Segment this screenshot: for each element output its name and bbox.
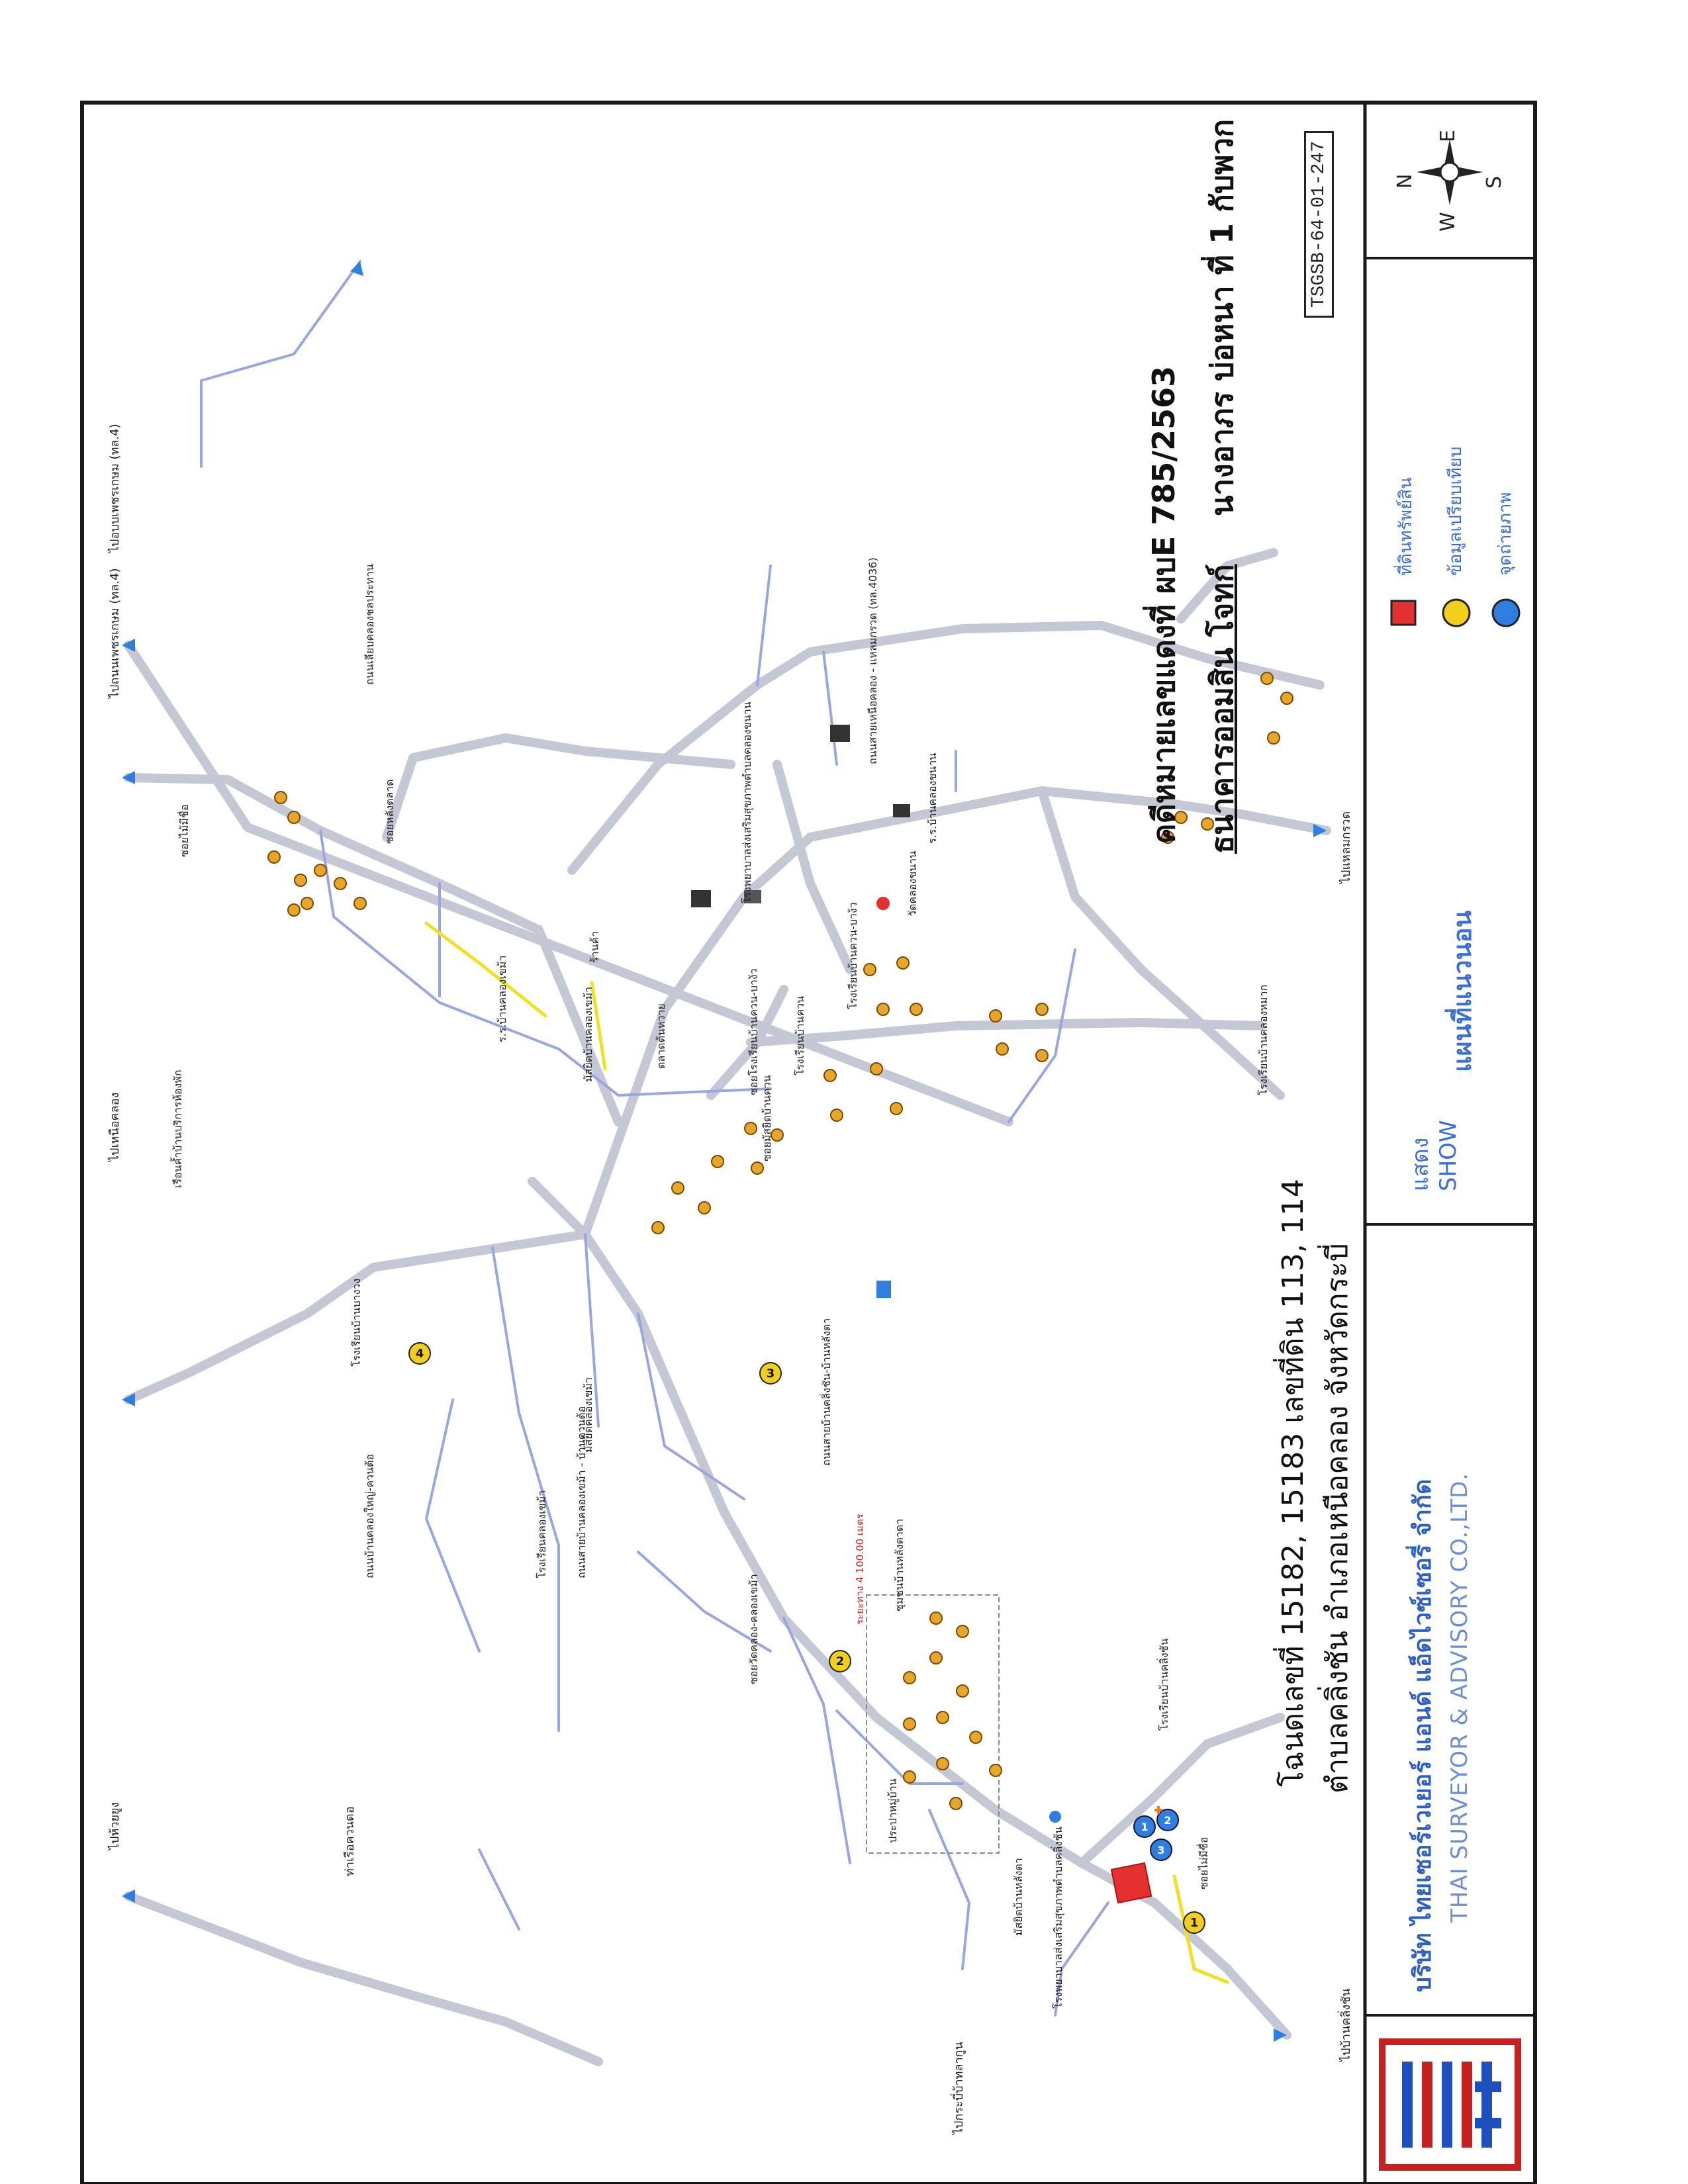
legend-label-3: จุดถ่ายภาพ — [1495, 492, 1515, 576]
map-label-11: โรงเรียนบ้านควน-บาง้ว — [847, 902, 859, 1009]
map-label-2: ซอยหลังตลาด — [383, 779, 396, 844]
map-label-31: ซอยไม่มีชื่อ — [1196, 1837, 1210, 1889]
map-label-13: ร.ร.บ้านคลองเขม้า — [496, 956, 508, 1042]
main-roads — [124, 548, 1331, 2066]
defendant-title: นางอาภร บ่อหนา ที่ 1 กับพวก — [1204, 118, 1240, 516]
show-label-th[interactable]: แสดง — [1407, 1137, 1434, 1191]
map-label-16: ซอยมัสยิดบ้านควน — [761, 1075, 773, 1161]
map-label-28: โรงพยาบาลส่งเสริมสุขภาพตำบลคลิ่งชัน — [1051, 1827, 1065, 2009]
red-square-marker-icon — [1390, 600, 1417, 626]
landscape-map-mode[interactable]: แผนที่แนวนอน — [1448, 910, 1477, 1072]
legend-icons — [1390, 598, 1521, 627]
compass-n: N — [1393, 173, 1417, 189]
destination-arrows — [122, 261, 1327, 2042]
photo-point-3-label: 3 — [1157, 1844, 1164, 1856]
company-name-th: บริษัท ไทยเซอร์เวเยอร์ แอนด์ แอ็ดไวซ์เซอ… — [1409, 1479, 1436, 1992]
case-number-title: คดีหมายเลขแดงที่ ผบE 785/2563 — [1146, 365, 1182, 844]
map-label-10: โรงเรียนบ้านควน — [794, 996, 806, 1075]
reference-code: TSGSB-64-01-247 — [1304, 130, 1334, 318]
map-distance-label: ระยะทาง 4 100.00 เมตร — [854, 1514, 866, 1625]
map-label-24: ซอยวัดคลอง-คลองเขม้า — [747, 1574, 760, 1684]
marker-4-label: 4 — [416, 1347, 424, 1361]
compass-rose-icon — [1417, 139, 1483, 205]
map-label-25: ประปาหมู่บ้าน — [886, 1778, 900, 1843]
photo-points[interactable] — [1133, 1809, 1179, 1861]
map-label-5: ร้านค้า — [588, 931, 601, 963]
compass-e: E — [1436, 130, 1460, 142]
road-map[interactable]: 1 2 3 4 1 2 3 ไปอบบเพชร — [82, 103, 1365, 2184]
legend-label-2: ข้อมูลเปรียบเทียบ — [1446, 446, 1466, 576]
community-area — [866, 1594, 1000, 1854]
map-label-21: มัสยิดคลองเขม้า — [582, 1377, 594, 1453]
compass-w: W — [1436, 212, 1460, 232]
deed-title-line1: โฉนดเลขที่ 15182, 15183 เลขที่ดิน 113, 1… — [1276, 1179, 1310, 1787]
blue-pin-marker-icon — [1491, 598, 1521, 627]
map-label-19: โรงเรียนคลองเขม้า — [536, 1490, 548, 1578]
photo-point-2-label: 2 — [1164, 1814, 1171, 1827]
company-logo-icon — [1379, 2038, 1521, 2171]
house-icons — [267, 672, 1293, 1810]
map-label-17: โรงเรียนบ้านบางวง — [350, 1279, 363, 1367]
dest-label-2: ไปถนนเพชรเกษม (ทล.4) — [107, 568, 122, 700]
deed-title-line2: ตำบลคลิ่งชัน อำเภอเหนือคลอง จังหวัดกระบี… — [1321, 1243, 1354, 1794]
map-label-18: ถนนบ้านคลองใหญ่-ควนต้อ — [363, 1454, 376, 1578]
marker-1-label: 1 — [1190, 1916, 1199, 1930]
plaintiff-title: ธนาคารออมสิน โจทก์ — [1204, 564, 1240, 854]
map-label-29: โรงเรียนบ้านคลองหมาก — [1257, 985, 1270, 1095]
dest-label-1: ไปอบบเพชรเกษม (ทล.4) — [107, 424, 122, 554]
secondary-roads — [200, 260, 1109, 2017]
map-label-3: ซอยไม้มีชื่อ — [177, 805, 191, 857]
subject-plot-marker[interactable] — [1111, 1862, 1152, 1903]
marker-3-label: 3 — [767, 1367, 775, 1381]
map-label-8: ร.ร.บ้านคลองขนาน — [926, 753, 939, 844]
dest-label-4: ไปห้วยยูง — [107, 1802, 122, 1851]
dest-label-6: ไปกระบี่บ้าทลากูน — [950, 2042, 966, 2136]
map-label-15: ตลาดต้นหวาย — [655, 1003, 667, 1069]
map-label-6: โรงพยาบาลส่งเสริมสุขภาพตำบลคลองขนาน — [741, 702, 754, 903]
dest-label-3: ไปเหนือคลอง — [107, 1093, 122, 1163]
company-name-en: THAI SURVEYOR & ADVISORY CO.,LTD. — [1446, 1472, 1473, 1923]
comparison-markers[interactable] — [408, 1342, 1205, 1934]
access-roads — [424, 921, 1229, 1984]
map-label-20: ถนนสายบ้านคลองเขม้า - บ้านควนต้อ — [575, 1406, 588, 1578]
photo-point-1-label: 1 — [1141, 1821, 1148, 1833]
compass-s: S — [1483, 175, 1506, 189]
legend-label-1: ที่ดินทรัพย์สิน — [1396, 477, 1416, 576]
dest-label-5: ท่าเรือควนดอ — [343, 1806, 357, 1876]
dest-label-8: ไปแหลมกรวด — [1338, 811, 1353, 885]
landmark-icons — [691, 725, 1162, 1823]
marker-2-label: 2 — [836, 1655, 845, 1668]
show-label-en[interactable]: SHOW — [1435, 1120, 1462, 1191]
map-label-26: โรงเรียนบ้านคลิ่งชัน — [1156, 1638, 1170, 1731]
map-label-4: เรือนค้ำบ้านบริการห้องพัก — [170, 1069, 184, 1188]
map-label-23: ชุมชนบ้านหลังตาดา — [893, 1519, 906, 1612]
map-label-22: ถนนสายบ้านคลิ่งชัน-บ้านหลังตา — [819, 1318, 833, 1466]
map-label-14: มัสยิดบ้านคลองเขม้า — [582, 987, 594, 1082]
dest-label-7: ไปบ้านคลิ่งชัน — [1337, 1988, 1353, 2063]
map-label-12: วัดคลองขนาน — [906, 851, 919, 917]
yellow-circle-marker-icon — [1442, 598, 1471, 627]
map-label-7: ถนนสายเหนือคลอง - แหลมกรวด (ทล.4036) — [867, 557, 879, 764]
map-label-27: มัสยิดบ้านหลังตา — [1012, 1858, 1025, 1936]
map-label-9: ซอยโรงเรียนบ้านควน-บาง้ว — [747, 968, 760, 1095]
map-label-1: ถนนเลียบคลองชลประทาน — [363, 564, 376, 685]
